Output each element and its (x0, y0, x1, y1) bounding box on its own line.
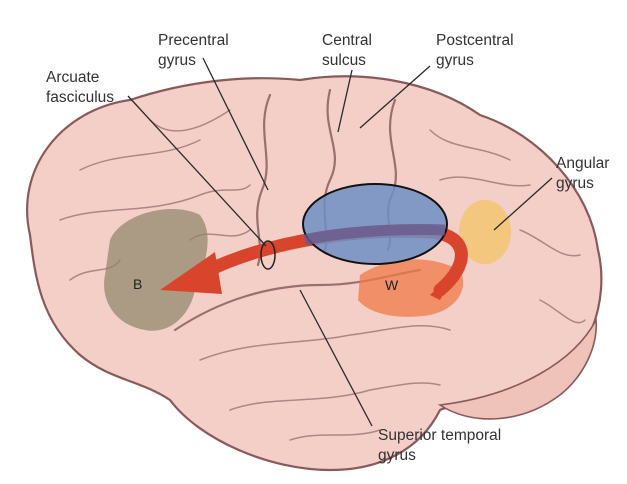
angular-gyrus-region (459, 200, 511, 264)
leader-central (337, 69, 353, 133)
broca-area-label: B (133, 276, 142, 292)
svg-text:gyrus: gyrus (158, 52, 196, 69)
leader-arcuate (127, 95, 267, 247)
label-central: Central sulcus (322, 32, 372, 69)
svg-text:gyrus: gyrus (556, 175, 594, 192)
svg-text:Precentral: Precentral (158, 32, 229, 49)
label-angular: Angular gyrus (556, 155, 609, 192)
svg-text:Central: Central (322, 32, 372, 49)
svg-text:sulcus: sulcus (322, 52, 366, 69)
svg-text:fasciculus: fasciculus (46, 89, 114, 106)
svg-text:gyrus: gyrus (378, 447, 416, 464)
label-postcentral: Postcentral gyrus (436, 32, 514, 69)
precentral-sulcus-line (256, 93, 272, 267)
fasciculus-loop (260, 240, 276, 270)
svg-text:Superior temporal: Superior temporal (378, 427, 501, 444)
label-arcuate: Arcuate fasciculus (46, 69, 114, 106)
wernicke-area-label: W (385, 277, 399, 293)
svg-text:Arcuate: Arcuate (46, 69, 99, 86)
wernicke-area-region (358, 259, 464, 317)
svg-text:Postcentral: Postcentral (436, 32, 514, 49)
leader-superior-temporal (299, 289, 373, 427)
wernicke-tail (430, 268, 458, 300)
leader-precentral (202, 57, 269, 191)
leader-angular (493, 177, 553, 231)
cerebellum (437, 317, 597, 420)
leader-postcentral (359, 65, 431, 129)
broca-area-region (104, 209, 208, 331)
overlay-ellipse (302, 183, 448, 265)
label-precentral: Precentral gyrus (158, 32, 229, 69)
label-superior-temporal: Superior temporal gyrus (378, 427, 501, 464)
svg-text:gyrus: gyrus (436, 52, 474, 69)
svg-text:Angular: Angular (556, 155, 609, 172)
arrowhead (160, 252, 222, 294)
